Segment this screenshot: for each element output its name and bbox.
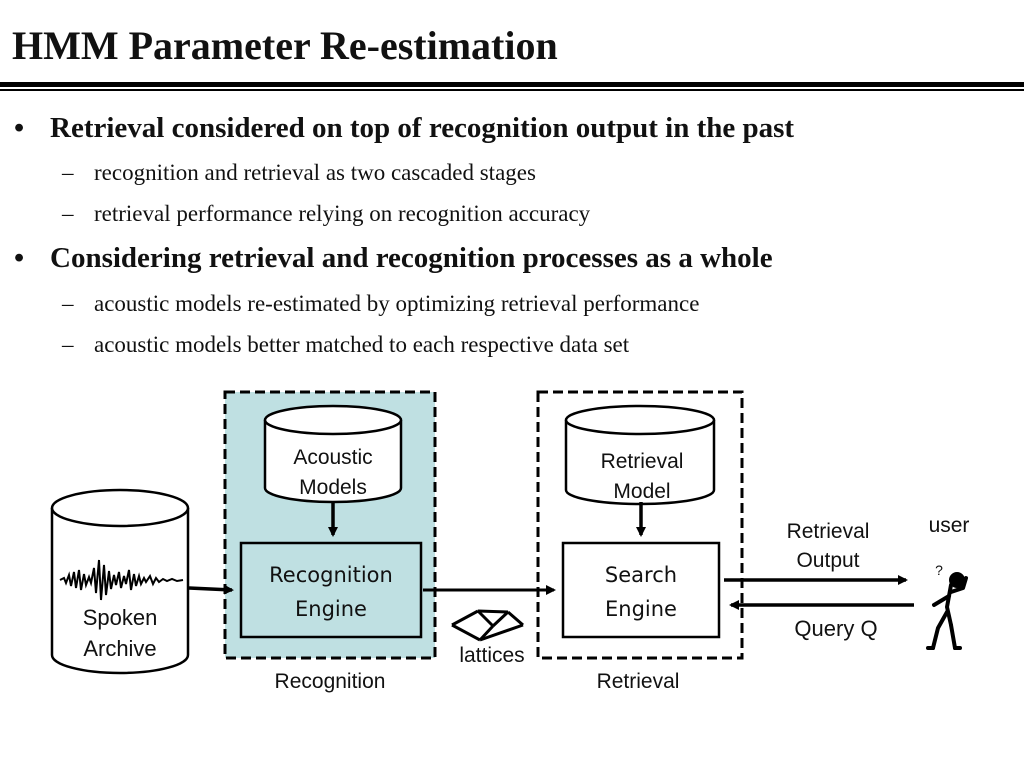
- lattices-label: lattices: [459, 644, 524, 667]
- title-rule-thin: [0, 89, 1024, 91]
- recognition-engine-label-line2: Engine: [295, 597, 367, 621]
- sub-symbol: –: [62, 332, 74, 357]
- bullet-symbol: •: [14, 112, 25, 144]
- retrieval-output-label-line1: Retrieval: [787, 520, 870, 543]
- bullet-symbol: •: [14, 242, 25, 274]
- waveform-icon: [59, 559, 184, 601]
- sub-bullet-2-1: – acoustic models re-estimated by optimi…: [62, 291, 700, 317]
- spoken-archive-label-line2: Archive: [83, 636, 156, 661]
- sub-bullet-1-2-text: retrieval performance relying on recogni…: [94, 201, 591, 226]
- archive-to-recognition-arrow: [188, 584, 234, 595]
- sub-bullet-1-1: – recognition and retrieval as two casca…: [62, 160, 536, 186]
- lattice-icon: [451, 609, 524, 642]
- recognition-region-label: Recognition: [275, 670, 386, 693]
- search-engine-label-line2: Engine: [605, 597, 677, 621]
- recognition-engine-label-line1: Recognition: [269, 563, 393, 587]
- user-label: user: [929, 514, 970, 537]
- spoken-archive-cylinder: [50, 488, 190, 675]
- user-figure-icon: [926, 572, 968, 650]
- spoken-archive-label-line1: Spoken: [83, 605, 158, 630]
- sub-bullet-2-2-text: acoustic models better matched to each r…: [94, 332, 630, 357]
- query-label: Query Q: [794, 616, 877, 641]
- bullet-2-text: Considering retrieval and recognition pr…: [50, 242, 773, 274]
- acoustic-models-label-line2: Models: [299, 476, 367, 499]
- retrieval-model-cylinder: [564, 404, 716, 506]
- bullet-2: • Considering retrieval and recognition …: [14, 242, 773, 275]
- user-question-mark: ?: [935, 562, 943, 578]
- search-engine-label-line1: Search: [605, 563, 677, 587]
- title-rule-thick: [0, 82, 1024, 87]
- sub-symbol: –: [62, 160, 74, 185]
- recognition-engine-box: [239, 541, 423, 639]
- sub-symbol: –: [62, 201, 74, 226]
- bullet-1-text: Retrieval considered on top of recogniti…: [50, 112, 795, 144]
- sub-bullet-2-2: – acoustic models better matched to each…: [62, 332, 630, 358]
- acoustic-models-label-line1: Acoustic: [293, 446, 372, 469]
- sub-bullet-1-1-text: recognition and retrieval as two cascade…: [94, 160, 536, 185]
- sub-bullet-1-2: – retrieval performance relying on recog…: [62, 201, 591, 227]
- sub-symbol: –: [62, 291, 74, 316]
- retrieval-model-label-line1: Retrieval: [601, 450, 684, 473]
- acoustic-models-cylinder: [263, 404, 403, 504]
- bullet-1: • Retrieval considered on top of recogni…: [14, 112, 795, 145]
- retrieval-region-label: Retrieval: [597, 670, 680, 693]
- sub-bullet-2-1-text: acoustic models re-estimated by optimizi…: [94, 291, 700, 316]
- slide-title: HMM Parameter Re-estimation: [12, 23, 558, 68]
- retrieval-output-label-line2: Output: [796, 549, 859, 572]
- retrieval-model-label-line2: Model: [613, 480, 670, 503]
- search-engine-box: [561, 541, 721, 639]
